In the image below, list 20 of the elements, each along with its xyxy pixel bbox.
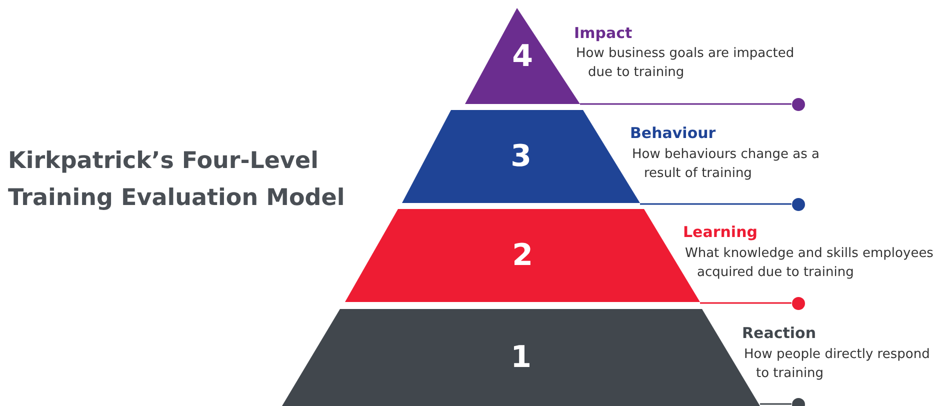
level-description: What knowledge and skills employees acquired due to training [685,245,934,282]
connector-line [700,302,792,304]
end-dot [792,296,804,310]
level-description: How business goals are impacted due to training [576,45,796,82]
connector-line [580,103,792,105]
level-number: 4 [512,38,533,74]
level-title: Learning [683,223,758,241]
level-title: Reaction [742,324,816,342]
end-dot [792,198,804,210]
level-title: Behaviour [630,124,716,142]
level-description: How behaviours change as a result of training [632,146,821,183]
level-number: 3 [510,139,532,174]
connector-line [640,203,792,205]
diagram-title: Kirkpatrick’s Four-Level Training Evaluation Model [8,147,346,213]
level-title: Impact [574,24,632,42]
end-dot [792,98,804,110]
level-description: How people directly respond to training [744,346,931,383]
connector-line [760,403,792,405]
level-number: 2 [512,238,533,273]
level-number: 1 [510,340,532,375]
